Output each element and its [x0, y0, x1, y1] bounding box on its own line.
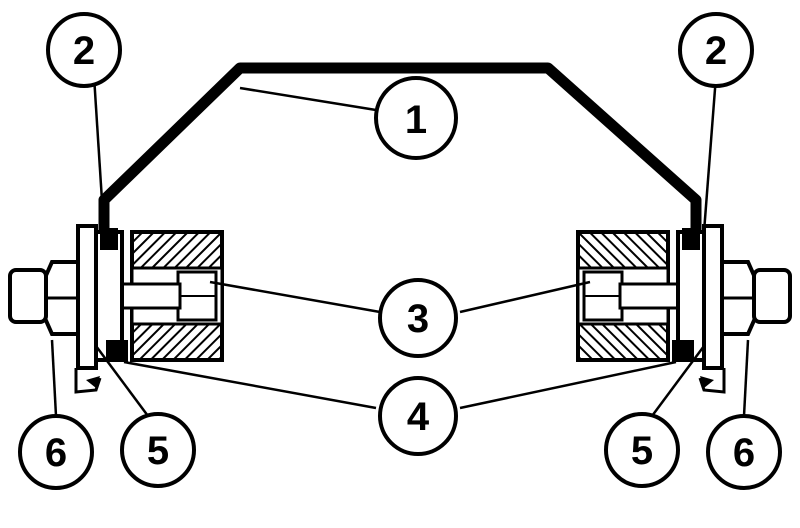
callout-label-2-left: 2 [73, 29, 95, 73]
callout-label-5-right: 5 [631, 429, 653, 473]
callout-5-left: 5 [120, 412, 196, 488]
callout-label-5-left: 5 [147, 429, 169, 473]
callout-2-right: 2 [678, 12, 754, 88]
callout-label-3: 3 [407, 297, 429, 341]
right-assembly [576, 224, 792, 394]
callout-1: 1 [374, 76, 458, 160]
right-bolt-end [752, 268, 792, 324]
left-clamp-plate [76, 224, 98, 370]
bracket [98, 62, 702, 232]
callout-label-1: 1 [405, 98, 427, 142]
right-bracket-end [682, 228, 700, 250]
callout-label-6-left: 6 [45, 431, 67, 475]
callout-label-2-right: 2 [705, 29, 727, 73]
left-assembly [8, 224, 224, 394]
left-seal [106, 340, 128, 362]
callout-5-right: 5 [604, 412, 680, 488]
right-seal [672, 340, 694, 362]
callout-3: 3 [378, 278, 458, 358]
callout-label-6-right: 6 [733, 431, 755, 475]
left-bracket-end [100, 228, 118, 250]
callout-6-right: 6 [706, 414, 782, 490]
callout-4: 4 [378, 376, 458, 456]
left-bolt-end [8, 268, 48, 324]
callout-label-4: 4 [407, 395, 430, 439]
callout-6-left: 6 [18, 414, 94, 490]
leader-lines [50, 75, 750, 417]
callout-2-left: 2 [46, 12, 122, 88]
right-clamp-plate [702, 224, 724, 370]
